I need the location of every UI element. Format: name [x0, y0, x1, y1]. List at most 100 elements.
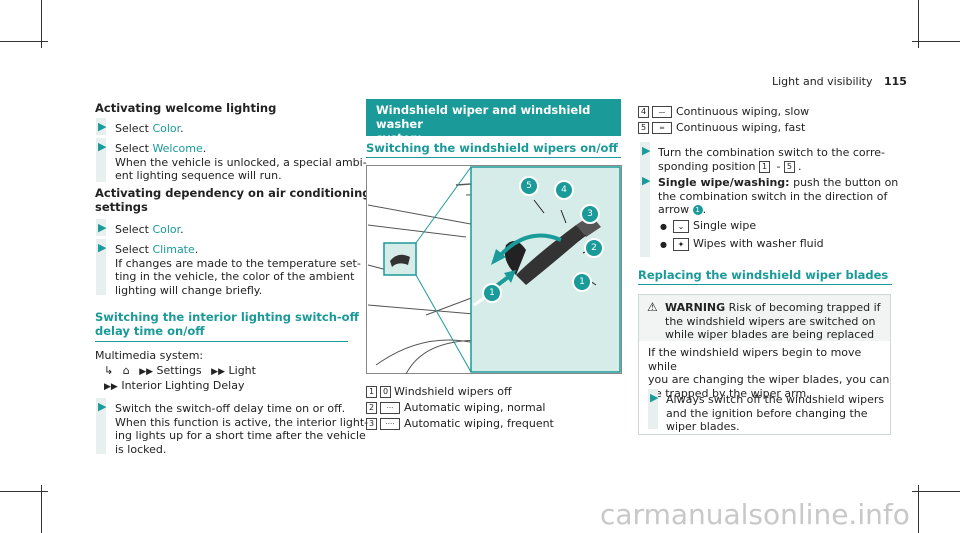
info-line: If the windshield wipers begin to move w…: [648, 346, 862, 373]
step-bar: [648, 389, 658, 429]
watermark: carmanualsonline.info: [600, 498, 910, 531]
switch-off-step: Switch the switch-off delay time on or o…: [115, 402, 368, 456]
callout-arrow-1: 1: [482, 283, 502, 303]
page-header: Light and visibility 115: [772, 75, 907, 89]
section-rule: [366, 157, 621, 158]
home-icon[interactable]: ⌂: [122, 364, 130, 377]
menu-path: ↳ ⌂ ▶▶ Settings ▶▶ Light: [104, 364, 256, 380]
legend-number: 1: [366, 386, 377, 398]
callout-5: 5: [519, 176, 539, 196]
legend-text: Continuous wiping, slow: [676, 105, 810, 118]
step-bar: [96, 118, 106, 135]
step-bar: [640, 172, 650, 257]
warning-info: If the windshield wipers begin to move w…: [648, 346, 890, 400]
welcome-menu-link[interactable]: Welcome: [152, 142, 203, 155]
callout-label: 1: [579, 277, 585, 287]
replacing-blades-heading: Replacing the windshield wiper blades: [638, 268, 889, 282]
step-detail: When this function is active, the interi…: [115, 415, 369, 429]
wiper-off-icon: 0: [380, 386, 391, 398]
sub-item-text: Wipes with washer fluid: [692, 237, 824, 250]
dependency-step-1: Select Color.: [115, 223, 184, 237]
page-number: 115: [883, 75, 907, 88]
callout-4: 4: [554, 180, 574, 200]
auto-wipe-normal-icon: ···: [380, 402, 400, 414]
step-detail: Always switch off the windshield wipers: [666, 393, 885, 406]
step-detail: sponding position: [658, 159, 759, 173]
bullet: ●: [660, 221, 667, 231]
step-text: .: [180, 122, 184, 135]
settings-link[interactable]: Settings: [156, 364, 202, 377]
multimedia-label: Multimedia system:: [95, 349, 204, 362]
step-detail: ing lights up for a short time after the…: [115, 429, 366, 442]
callout-3: 3: [580, 204, 600, 224]
step-arrow-icon: ▶: [98, 400, 107, 413]
legend-text: Automatic wiping, frequent: [404, 417, 554, 430]
section-rule: [95, 341, 348, 342]
legend-item: 2···Automatic wiping, normal: [366, 401, 554, 417]
color-menu-link[interactable]: Color: [152, 223, 181, 236]
single-wipe-icon: ⌄: [672, 219, 689, 233]
legend-item: 3···· Automatic wiping, frequent: [366, 417, 554, 433]
step-detail: When the vehicle is unlocked, a special …: [115, 155, 367, 169]
step-arrow-icon: ▶: [98, 241, 107, 254]
heading-line: settings: [95, 200, 148, 214]
menu-path-line-2: ▶▶ Interior Lighting Delay: [104, 379, 244, 395]
warning-detail: the windshield wipers are switched on: [665, 314, 876, 328]
step-detail: If changes are made to the temperature s…: [115, 256, 361, 270]
section-rule: [638, 284, 892, 285]
section-title: Light and visibility: [772, 75, 873, 88]
step-detail: wiper blades.: [666, 420, 740, 433]
crop-mark: [0, 491, 48, 492]
path-arrow-icon: ▶▶: [139, 367, 154, 377]
color-menu-link[interactable]: Color: [152, 122, 181, 135]
callout-1: 1: [572, 272, 592, 292]
legend-number: 4: [638, 106, 649, 118]
info-line: you are changing the wiper blades, you c…: [648, 373, 890, 386]
step-text: .: [180, 223, 184, 236]
step-detail: is locked.: [115, 442, 167, 456]
switch-off-delay-heading: Switching the interior lighting switch-o…: [95, 310, 359, 338]
step-text: Select: [115, 122, 153, 135]
step-arrow-icon: ▶: [98, 140, 107, 153]
position-number: 1: [758, 160, 770, 173]
auto-wipe-frequent-icon: ····: [380, 418, 400, 430]
callout-2: 2: [584, 238, 604, 258]
step-arrow-icon: ▶: [98, 221, 107, 234]
interior-lighting-delay-link[interactable]: Interior Lighting Delay: [121, 379, 245, 392]
return-arrow-icon: ↳: [104, 364, 114, 377]
wiper-legend-cont: 4— Continuous wiping, slow 5═Continuous w…: [638, 105, 809, 137]
step-bar: [96, 239, 106, 295]
welcome-heading: Activating welcome lighting: [95, 101, 277, 115]
light-link[interactable]: Light: [228, 364, 256, 377]
step-detail: ent lighting sequence will run.: [115, 169, 282, 182]
callout-label: 5: [526, 181, 532, 191]
legend-number: 3: [366, 418, 377, 430]
step-bar: [96, 219, 106, 236]
continuous-slow-icon: —: [652, 106, 672, 118]
banner-title: Windshield wiper and windshield washer: [376, 103, 591, 131]
callout-label: 1: [489, 288, 495, 298]
warning-detail: while wiper blades are being replaced: [665, 328, 875, 341]
step-bar: [96, 398, 106, 454]
climate-menu-link[interactable]: Climate: [152, 243, 195, 256]
path-arrow-icon: ▶▶: [104, 382, 118, 392]
welcome-step-1: Select Color.: [115, 122, 184, 136]
switching-wipers-heading: Switching the windshield wipers on/off: [366, 141, 618, 155]
path-arrow-icon: ▶▶: [211, 367, 226, 377]
position-number: 5: [783, 160, 795, 173]
welcome-step-2: Select Welcome. When the vehicle is unlo…: [115, 142, 367, 183]
dependency-heading: Activating dependency on air conditionin…: [95, 186, 371, 214]
step-arrow-icon: ▶: [98, 120, 107, 133]
step-bar: [96, 138, 106, 182]
step-text: Select: [115, 223, 153, 236]
legend-text: Continuous wiping, fast: [676, 121, 806, 134]
step-detail: and the ignition before changing the: [666, 406, 868, 420]
step-detail: the combination switch in the direction …: [658, 189, 888, 203]
wiper-switch-illustration: [366, 165, 622, 374]
step-arrow-icon: ▶: [650, 391, 659, 404]
legend-item: 5═Continuous wiping, fast: [638, 121, 809, 137]
bullet: ●: [660, 240, 667, 249]
zoom-panel: [470, 166, 621, 373]
step-detail: Switch the switch-off delay time on or o…: [115, 402, 346, 415]
